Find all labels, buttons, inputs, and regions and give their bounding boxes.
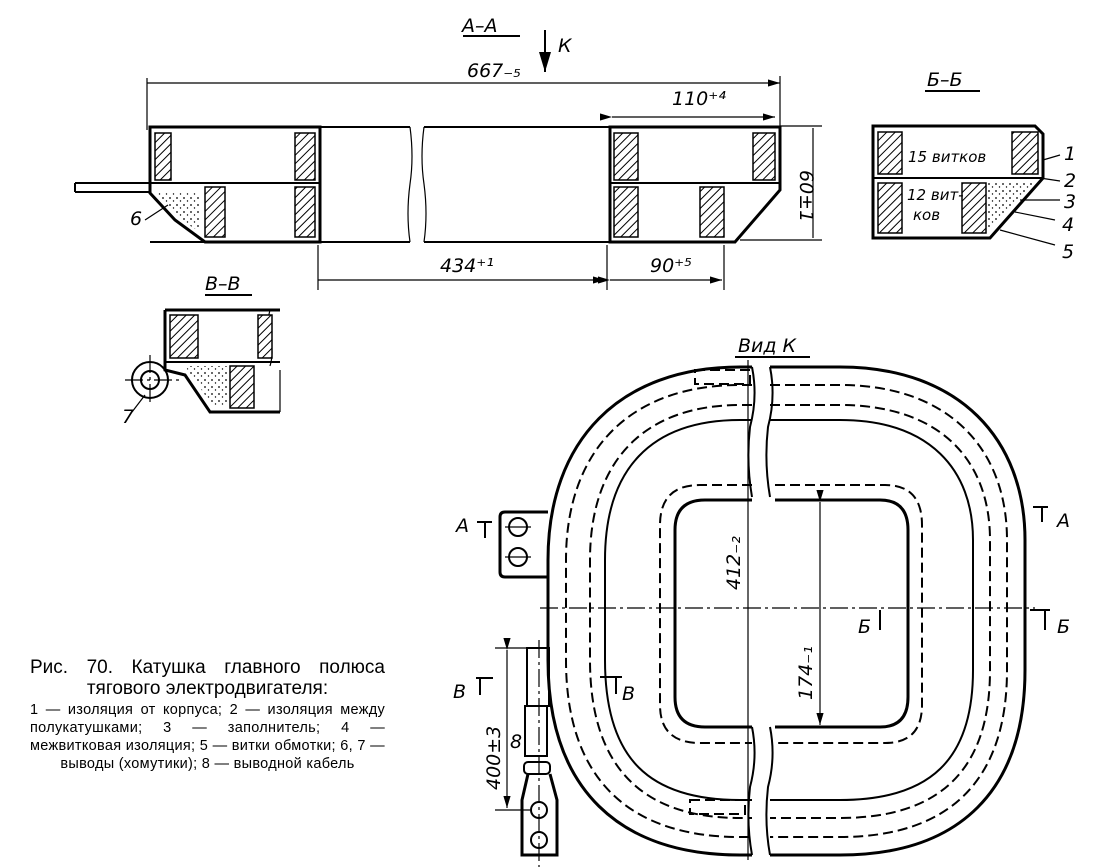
- caption-legend: 1 — изоляция от корпуса; 2 — изоляция ме…: [30, 702, 385, 772]
- section-bb: Б–Б 15 витков 12 вит- ков 1 2 3 4 5: [871, 69, 1076, 263]
- dim-total: 667₋₅: [467, 60, 521, 82]
- callouts: 1 2 3 4 5: [999, 143, 1076, 263]
- caption-title: Рис. 70. Катушка главного полюса тяговог…: [30, 657, 385, 699]
- cable-label: 8: [510, 731, 522, 753]
- cut-b-right: Б: [1057, 616, 1070, 638]
- lead-7-label: 7: [122, 406, 134, 428]
- view-k-arrow-label: К: [558, 35, 573, 57]
- lead-6-label: 6: [130, 208, 142, 230]
- section-bb-title: Б–Б: [927, 69, 963, 91]
- callout-1: 1: [1064, 143, 1076, 165]
- cut-v-left: В: [453, 681, 466, 703]
- dim-length: 412₋₂: [723, 536, 745, 590]
- lower-turns-label-1: 12 вит-: [907, 186, 964, 204]
- cut-a-right: А: [1055, 510, 1070, 532]
- cut-v-right: В: [622, 683, 635, 705]
- section-vv-title: В–В: [205, 273, 241, 295]
- view-k-arrow: К: [539, 30, 573, 72]
- cut-b-center: Б: [858, 616, 871, 638]
- cut-a-left: А: [454, 515, 469, 537]
- lead-terminal-a: [498, 510, 548, 579]
- callout-4: 4: [1062, 214, 1074, 236]
- section-aa: А–А К 667₋₅ 110⁺⁴ 60±1 6: [74, 15, 822, 290]
- view-k-title: Вид К: [738, 335, 798, 357]
- dim-cable: 400±3: [483, 726, 505, 790]
- cable-8: 8 400±3: [483, 638, 559, 867]
- dim-height: 60±1: [795, 170, 817, 222]
- lower-turns-label-2: ков: [913, 206, 940, 224]
- section-aa-title: А–А: [460, 15, 498, 37]
- dim-window: 174₋₁: [795, 646, 817, 700]
- section-vv: В–В 7: [122, 273, 281, 428]
- figure-caption: Рис. 70. Катушка главного полюса тяговог…: [30, 657, 385, 773]
- callout-5: 5: [1062, 241, 1074, 263]
- callout-3: 3: [1064, 191, 1076, 213]
- dim-inner: 434⁺¹: [440, 255, 494, 277]
- callout-2: 2: [1064, 170, 1076, 192]
- view-k: Вид К 412₋₂ 174₋₁: [453, 335, 1070, 867]
- cut-markers: А А Б Б В В: [453, 506, 1070, 705]
- upper-turns-label: 15 витков: [908, 148, 986, 166]
- dim-coil-bottom: 90⁺⁵: [650, 255, 692, 277]
- dim-coil-top: 110⁺⁴: [672, 88, 726, 110]
